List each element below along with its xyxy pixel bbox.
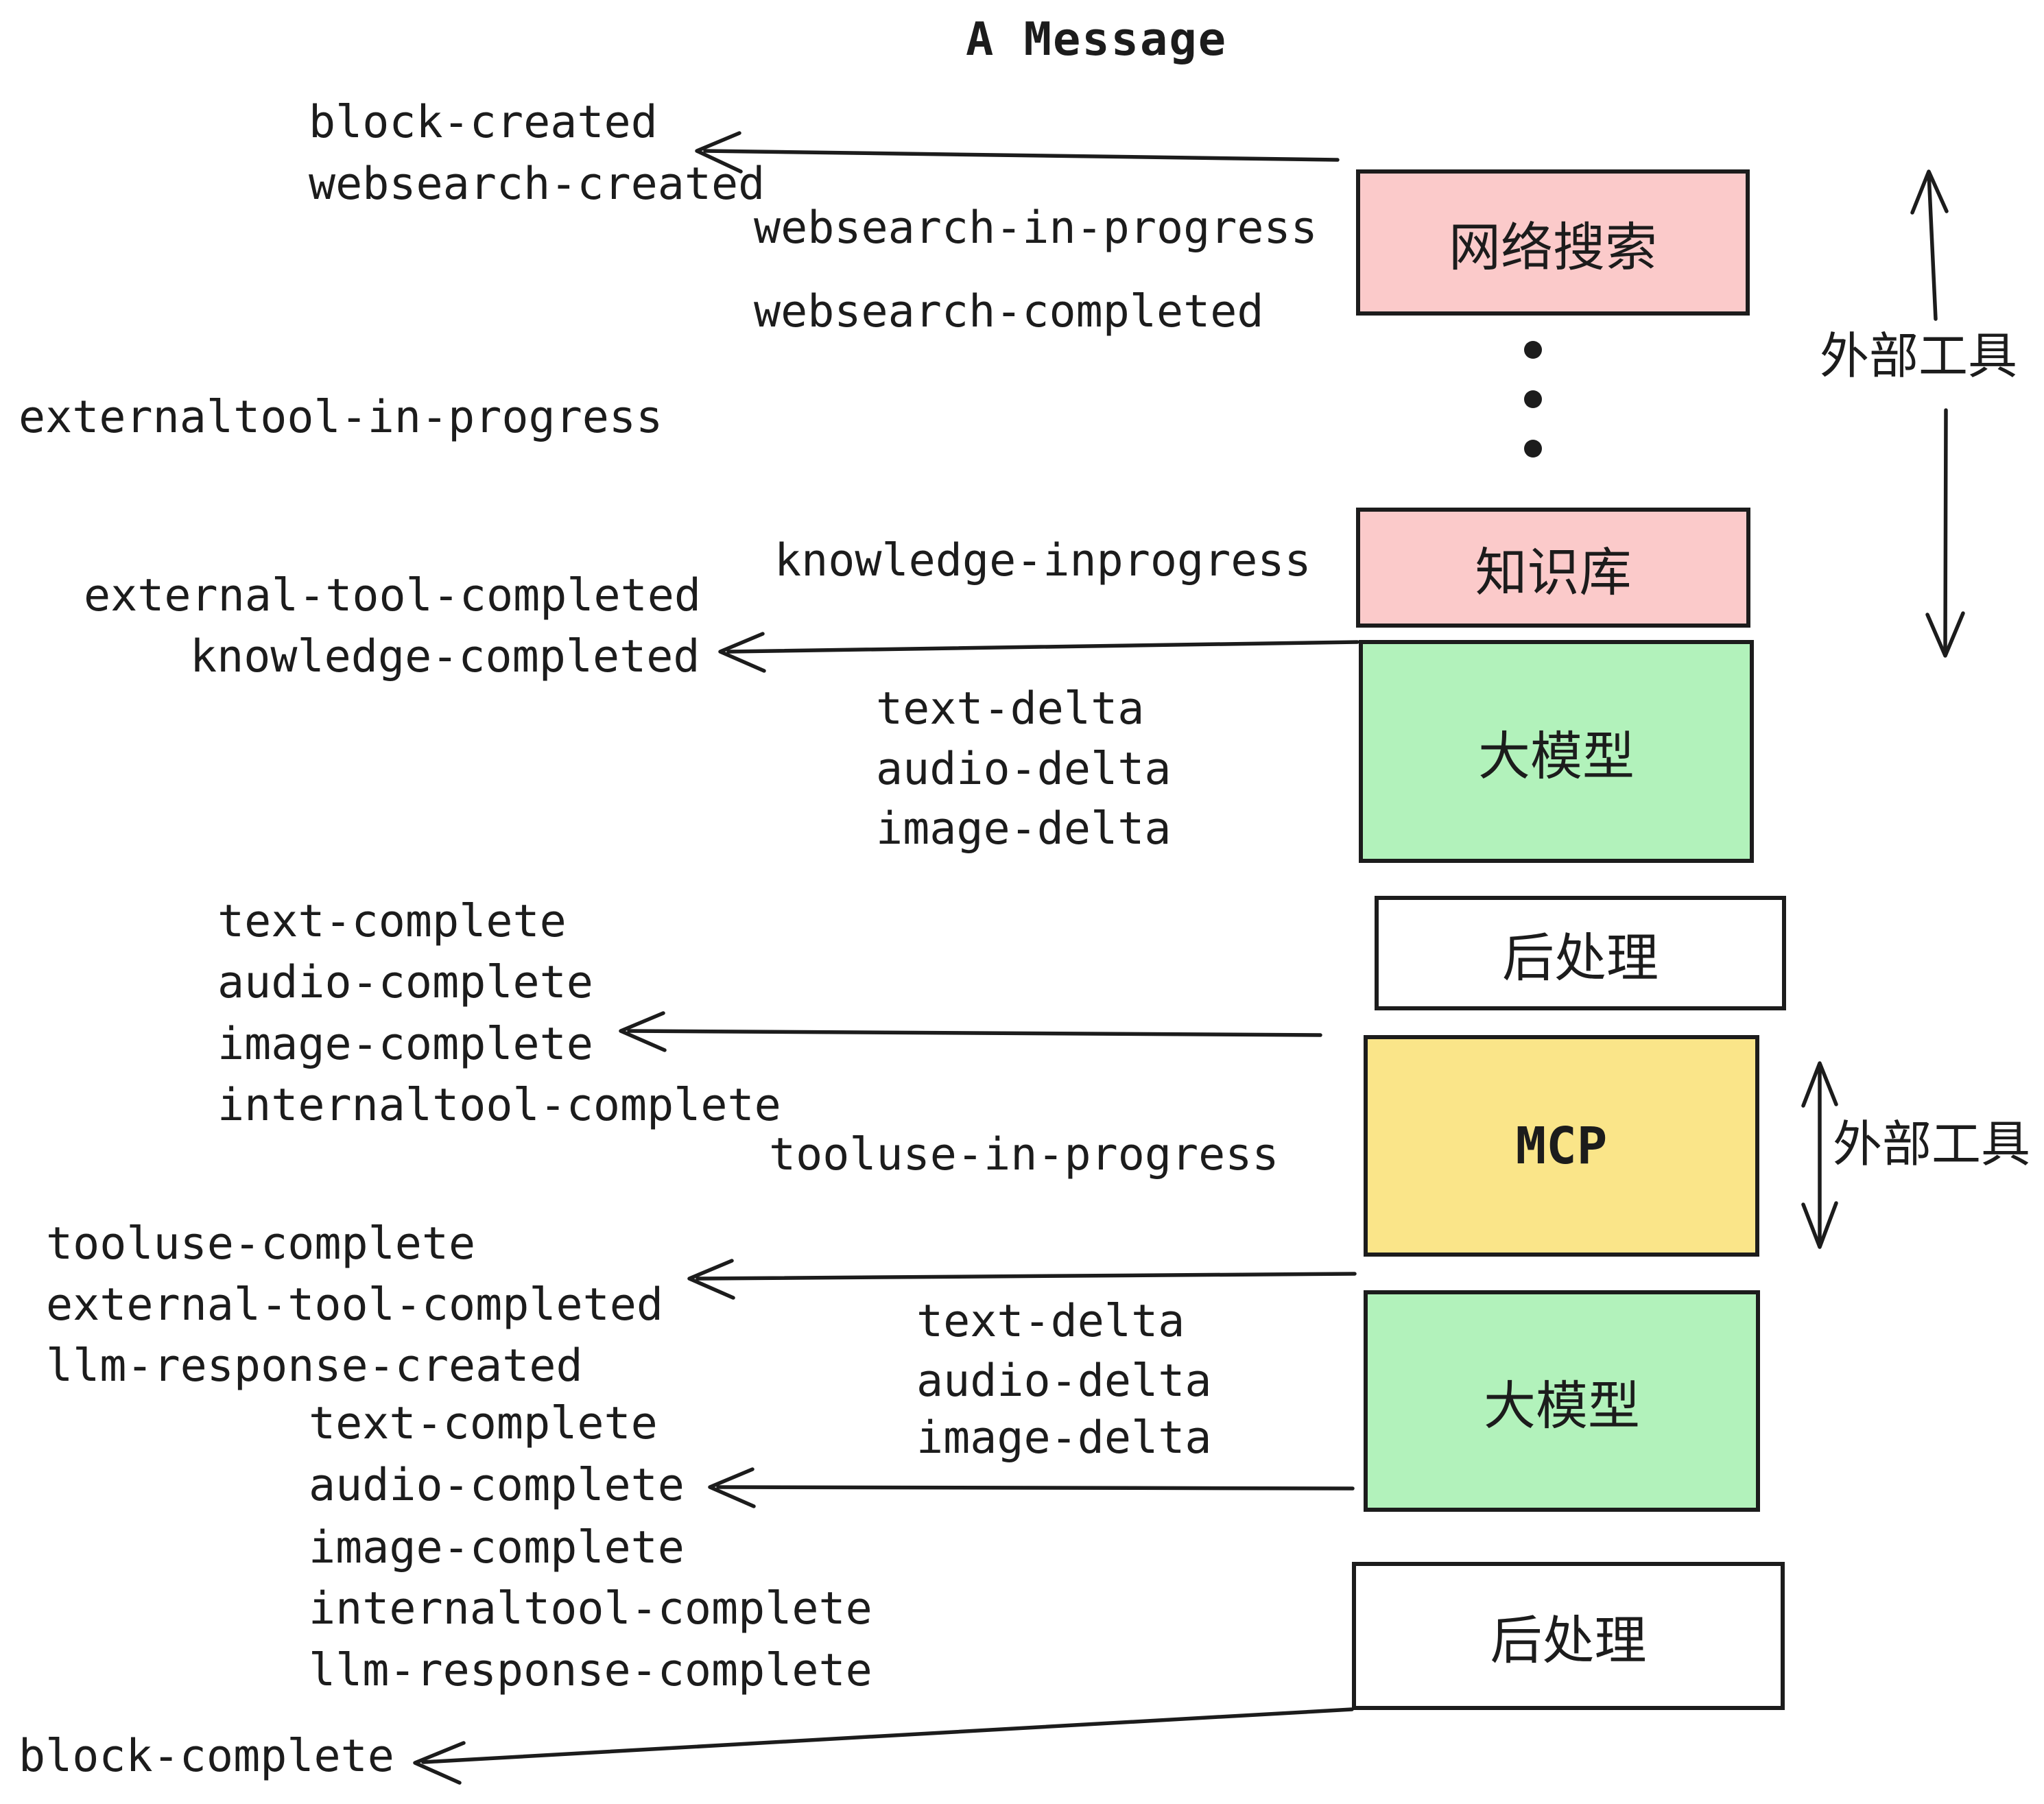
event-knowledge-inprogress: knowledge-inprogress [774,535,1311,586]
event-tooluse-complete: tooluse-complete [46,1218,476,1270]
arrow-knowledge-completed [718,632,1359,673]
event-websearch-in-progress: websearch-in-progress [754,202,1318,254]
node-llm-2-label: 大模型 [1484,1375,1640,1436]
event-audio-complete-1: audio-complete [217,957,593,1008]
event-llm-response-complete: llm-response-complete [309,1645,872,1696]
event-websearch-completed: websearch-completed [754,286,1264,337]
ellipsis-dots [1524,341,1542,458]
event-text-complete-2: text-complete [309,1398,658,1449]
event-internaltool-complete-2: internaltool-complete [309,1583,872,1635]
arrow-tooluse-complete [687,1259,1357,1300]
node-postprocess-2: 后处理 [1352,1562,1785,1710]
event-image-complete-1: image-complete [217,1019,593,1070]
event-image-complete-2: image-complete [309,1522,685,1574]
node-llm-1: 大模型 [1359,640,1754,863]
double-arrow-external-tools-top [1910,169,1965,658]
event-audio-complete-2: audio-complete [309,1460,685,1511]
arrow-internal-complete [619,1011,1322,1052]
node-mcp-label: MCP [1515,1116,1608,1176]
event-block-created: block-created [309,97,658,148]
event-text-delta-2: text-delta [916,1296,1185,1347]
node-websearch: 网络搜索 [1356,169,1750,316]
event-audio-delta-1: audio-delta [876,744,1172,795]
node-knowledge-label: 知识库 [1475,541,1632,603]
node-websearch-label: 网络搜索 [1449,216,1657,278]
event-internaltool-complete-1: internaltool-complete [217,1080,781,1131]
event-block-complete: block-complete [19,1731,394,1782]
event-text-complete-1: text-complete [217,896,567,947]
double-arrow-external-tools-bottom [1801,1061,1838,1249]
event-knowledge-completed: knowledge-completed [190,631,700,683]
node-postprocess-1: 后处理 [1375,896,1786,1010]
node-mcp: MCP [1364,1035,1759,1257]
event-externaltool-in-progress: externaltool-in-progress [19,392,663,443]
arrow-block-complete [413,1707,1354,1785]
event-external-tool-completed: external-tool-completed [84,570,702,621]
event-external-tool-completed-2: external-tool-completed [46,1279,664,1331]
event-tooluse-in-progress: tooluse-in-progress [769,1129,1279,1180]
event-text-delta-1: text-delta [876,683,1145,735]
external-tools-label-top: 外部工具 [1820,327,2018,385]
diagram-title: A Message [966,12,1228,66]
arrow-audio-complete [708,1467,1355,1508]
node-postprocess-1-label: 后处理 [1502,927,1659,988]
node-llm-2: 大模型 [1364,1290,1760,1512]
external-tools-label-bottom: 外部工具 [1833,1115,2031,1173]
event-llm-response-created: llm-response-created [46,1340,583,1392]
arrow-websearch-created [695,131,1340,174]
node-knowledge: 知识库 [1356,508,1750,628]
event-image-delta-1: image-delta [876,803,1172,855]
event-audio-delta-2: audio-delta [916,1355,1212,1407]
node-llm-1-label: 大模型 [1478,725,1635,787]
event-image-delta-2: image-delta [916,1412,1212,1464]
event-websearch-created: websearch-created [309,158,765,210]
node-postprocess-2-label: 后处理 [1490,1610,1647,1671]
